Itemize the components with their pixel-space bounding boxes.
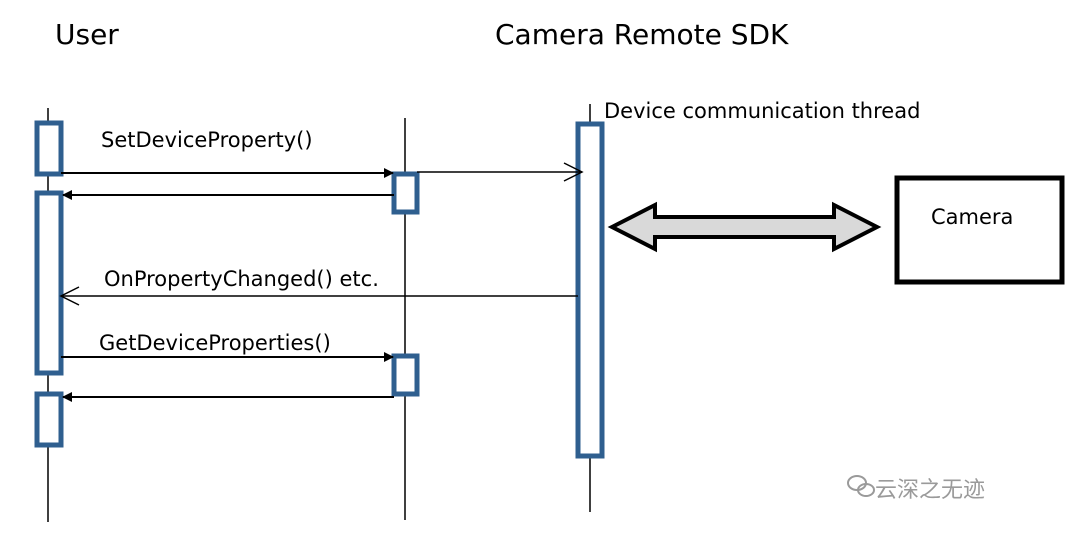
thread-activation (575, 121, 605, 459)
message-set-device-property: SetDeviceProperty() (101, 128, 313, 152)
user-activation-3 (34, 391, 64, 448)
user-header: User (55, 18, 119, 51)
watermark-text: 云深之无迹 (875, 478, 986, 503)
wechat-icon (847, 475, 875, 497)
user-activation-2 (34, 190, 64, 376)
thread-label: Device communication thread (604, 99, 921, 123)
bidirectional-arrow (607, 201, 882, 253)
camera-label: Camera (931, 205, 1014, 229)
camera-box (894, 175, 1065, 285)
sdk-activation-1 (391, 171, 420, 215)
message-get-device-properties: GetDeviceProperties() (99, 331, 331, 355)
sdk-activation-2 (391, 353, 420, 397)
sdk-header: Camera Remote SDK (495, 18, 789, 51)
user-activation-1 (34, 120, 64, 177)
message-on-property-changed: OnPropertyChanged() etc. (104, 267, 379, 291)
